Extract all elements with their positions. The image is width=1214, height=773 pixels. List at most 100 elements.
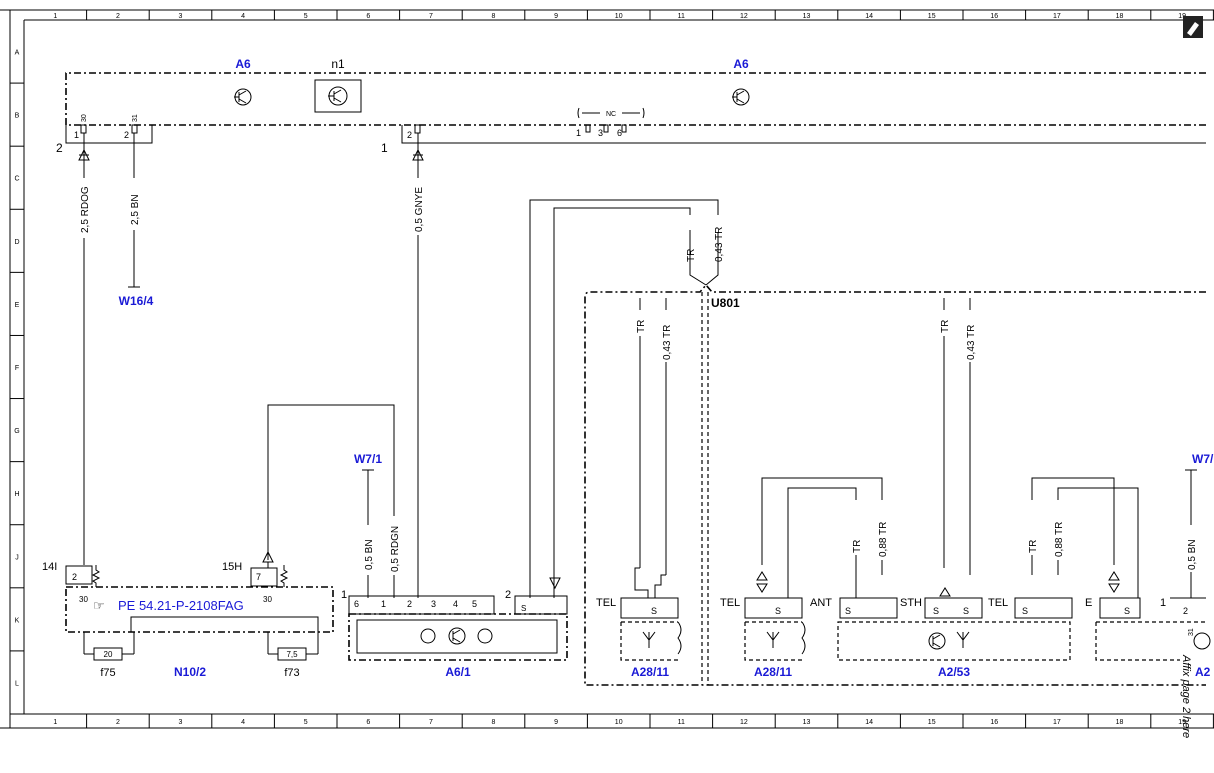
wire-0-88-tr-c: 0,88 TR (878, 522, 889, 557)
svg-text:6: 6 (354, 599, 359, 609)
wire-0-43-tr-b: 0,43 TR (966, 325, 977, 360)
column-label: 7 (429, 13, 433, 20)
column-label: 5 (304, 719, 308, 726)
svg-text:2: 2 (1183, 606, 1188, 616)
svg-text:S: S (963, 606, 969, 616)
row-label: F (15, 365, 19, 372)
column-label: 15 (928, 13, 936, 20)
svg-text:7: 7 (256, 572, 261, 582)
column-label: 13 (803, 13, 811, 20)
column-label: 1 (53, 719, 57, 726)
transistor-icon (732, 88, 750, 106)
a6-1-label: A6/1 (445, 665, 471, 679)
svg-text:30: 30 (81, 114, 88, 122)
pin-2-left: 2 (56, 141, 63, 155)
column-label: 12 (740, 13, 748, 20)
n10-2-label: N10/2 (174, 665, 206, 679)
fuse-20-value: 20 (104, 650, 113, 659)
speaker-icon (477, 628, 493, 644)
wire-tr-a: TR (636, 320, 647, 333)
a6-label-left: A6 (235, 57, 251, 71)
column-label: 17 (1053, 13, 1061, 20)
column-label: 9 (554, 719, 558, 726)
svg-text:2: 2 (407, 130, 412, 140)
column-label: 19 (1178, 719, 1186, 726)
antenna-icon (642, 631, 656, 648)
conn-e: E (1085, 597, 1092, 609)
w7-1-right-label: W7/1 (1192, 452, 1214, 466)
column-label: 13 (803, 719, 811, 726)
pin-15h: 15H (222, 561, 242, 573)
transistor-icon (928, 632, 946, 650)
row-label: D (14, 239, 19, 246)
radio-icon (420, 628, 436, 644)
row-label: C (14, 176, 19, 183)
column-label: 6 (366, 719, 370, 726)
wire-tr-c: TR (852, 540, 863, 553)
column-label: 15 (928, 719, 936, 726)
wire-tr-b: TR (940, 320, 951, 333)
transistor-icon (234, 88, 252, 106)
wire-0-43-tr-top: 0,43 TR (714, 227, 725, 262)
svg-text:31: 31 (1188, 628, 1195, 636)
svg-text:3: 3 (431, 599, 436, 609)
reference-link[interactable]: PE 54.21-P-2108FAG (118, 598, 244, 613)
column-label: 18 (1116, 13, 1124, 20)
svg-text:31: 31 (132, 114, 139, 122)
svg-text:NC: NC (606, 111, 616, 118)
column-label: 4 (241, 719, 245, 726)
wire-0-5-gnye: 0,5 GNYE (414, 187, 425, 232)
fuse-f75-label: f75 (100, 667, 115, 679)
conn-tel-3: TEL (988, 597, 1008, 609)
conn-tel-1: TEL (596, 597, 616, 609)
wire-0-43-tr-a: 0,43 TR (662, 325, 673, 360)
a2-partial-label: A2 (1195, 665, 1211, 679)
column-label: 11 (678, 13, 685, 20)
transistor-icon (448, 627, 466, 645)
pin-14i: 14I (42, 561, 57, 573)
wire-0-5-rdgn: 0,5 RDGN (390, 526, 401, 572)
svg-text:S: S (651, 606, 657, 616)
a6-label-right: A6 (733, 57, 749, 71)
reference-icon: ☞ (93, 598, 105, 613)
column-label: 9 (554, 13, 558, 20)
svg-text:30: 30 (79, 595, 88, 604)
a2-53-label: A2/53 (938, 665, 970, 679)
pin-1-mid: 1 (381, 141, 388, 155)
svg-text:6: 6 (617, 128, 622, 138)
a28-11-right-label: A28/11 (754, 665, 792, 679)
column-label: 6 (366, 13, 370, 20)
svg-text:S: S (521, 604, 526, 613)
row-label: K (15, 617, 20, 624)
svg-text:S: S (845, 606, 851, 616)
u801-label: U801 (711, 296, 740, 310)
wire-2-5-bn: 2,5 BN (130, 194, 141, 225)
row-label: A (15, 50, 20, 57)
row-label: J (15, 554, 19, 561)
w16-4-label: W16/4 (119, 294, 154, 308)
a6-module-border (65, 72, 1206, 126)
column-label: 14 (865, 719, 873, 726)
svg-text:2: 2 (124, 130, 129, 140)
row-label: H (14, 491, 19, 498)
svg-text:1: 1 (341, 589, 347, 601)
transistor-icon (328, 86, 348, 106)
svg-text:S: S (1124, 606, 1130, 616)
wire-2-5-rdog: 2,5 RDOG (80, 186, 91, 233)
column-label: 4 (241, 13, 245, 20)
affix-note: Affix page 2 here (1180, 654, 1192, 738)
column-label: 3 (179, 13, 183, 20)
pencil-icon[interactable] (1183, 16, 1203, 38)
column-label: 11 (678, 719, 685, 726)
svg-text:1: 1 (381, 599, 386, 609)
svg-text:30: 30 (263, 595, 272, 604)
column-label: 5 (304, 13, 308, 20)
antenna-icon (956, 631, 970, 648)
wire-0-5-bn-left: 0,5 BN (364, 539, 375, 570)
svg-text:S: S (775, 606, 781, 616)
column-label: 10 (615, 13, 623, 20)
svg-text:5: 5 (472, 599, 477, 609)
column-label: 12 (740, 719, 748, 726)
